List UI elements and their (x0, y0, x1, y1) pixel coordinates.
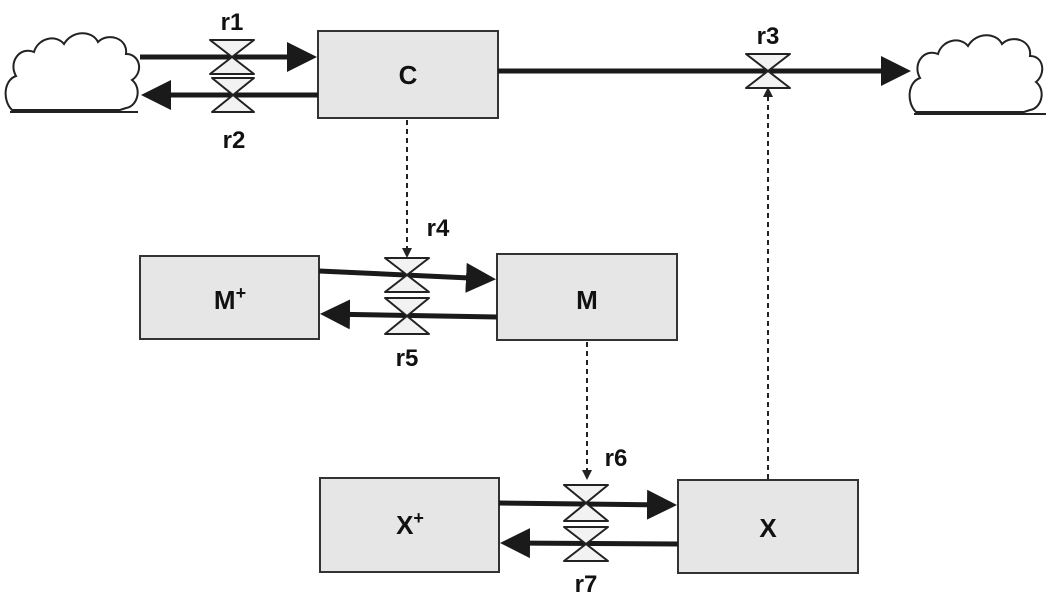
valve-r7 (563, 526, 609, 562)
rate-label-r1: r1 (221, 9, 244, 36)
stock-m-plus: M+ (139, 255, 320, 340)
rate-label-r2: r2 (223, 127, 246, 154)
stock-c-label: C (399, 60, 418, 90)
flow-r7 (500, 528, 679, 559)
stock-c: C (317, 30, 499, 119)
flow-r5 (320, 299, 498, 330)
stock-x: X (677, 479, 859, 574)
stock-m-plus-label: M+ (214, 283, 246, 315)
rate-label-r7: r7 (575, 571, 598, 596)
stock-m-plus-base: M (214, 285, 236, 315)
stock-m-plus-sup: + (236, 283, 247, 303)
flow-r4 (318, 262, 496, 293)
stock-x-plus-base: X (396, 510, 414, 540)
sink-cloud-right (908, 34, 1046, 115)
source-cloud-left (4, 32, 141, 113)
rate-label-r5: r5 (396, 345, 419, 372)
stock-x-plus-label: X+ (396, 508, 424, 540)
stock-x-label: X (759, 513, 777, 543)
stock-x-plus: X+ (319, 477, 500, 573)
valve-r1 (209, 39, 255, 75)
valve-r2 (211, 77, 255, 113)
rate-label-r3: r3 (757, 23, 780, 50)
valve-r6 (563, 484, 609, 522)
stock-m: M (496, 253, 678, 341)
valve-r4 (384, 257, 430, 293)
stock-m-label: M (576, 285, 598, 315)
valve-r3 (745, 53, 791, 89)
valve-r5 (384, 297, 430, 335)
rate-label-r6: r6 (605, 445, 628, 472)
rate-label-r4: r4 (427, 215, 450, 242)
stock-x-plus-sup: + (413, 508, 424, 528)
